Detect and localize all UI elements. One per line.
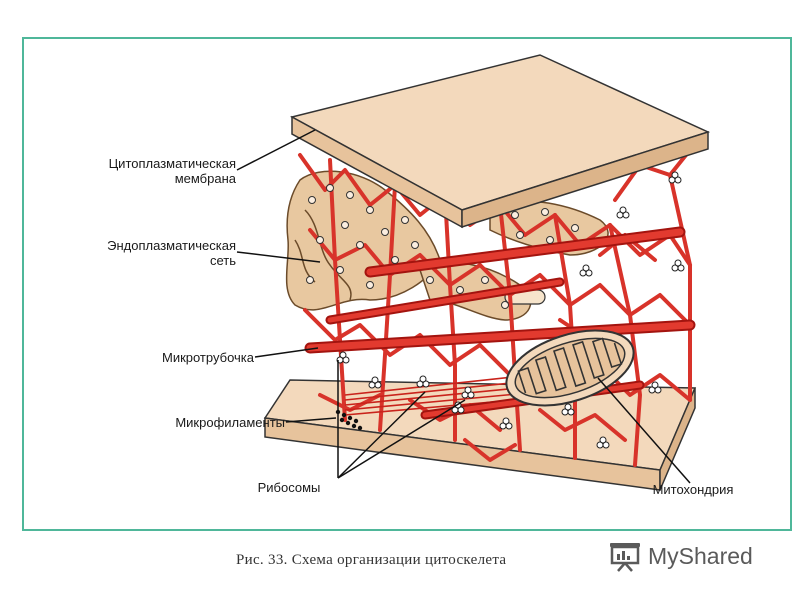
label-er-line1: Эндоплазматическая bbox=[107, 238, 236, 253]
ribosome-clusters bbox=[336, 171, 685, 449]
label-membrane-line2: мембрана bbox=[174, 171, 236, 186]
leader-lines bbox=[236, 129, 691, 484]
presentation-board-icon bbox=[610, 543, 640, 572]
logo-text: MyShared bbox=[648, 542, 753, 569]
mitochondrion-shape bbox=[505, 329, 635, 407]
myshared-logo[interactable]: MyShared bbox=[608, 539, 753, 573]
ribosomes-on-er bbox=[306, 184, 579, 309]
label-membrane-line1: Цитоплазматическая bbox=[108, 156, 236, 171]
figure-caption: Рис. 33. Схема организации цитоскелета bbox=[236, 552, 507, 568]
top-membrane-plate bbox=[289, 54, 711, 229]
slide-frame bbox=[22, 37, 792, 531]
label-membrane: Цитоплазматическая мембрана bbox=[60, 156, 236, 186]
label-microtubule: Микротрубочка bbox=[161, 350, 254, 365]
microfilament-ends bbox=[335, 409, 363, 431]
label-er-line2: сеть bbox=[209, 253, 236, 268]
label-ribosomes: Рибосомы bbox=[257, 480, 321, 495]
label-er: Эндоплазматическая сеть bbox=[60, 238, 236, 268]
label-microfilaments: Микрофиламенты bbox=[175, 415, 285, 430]
label-mitochondrion: Митохондрия bbox=[652, 482, 734, 497]
